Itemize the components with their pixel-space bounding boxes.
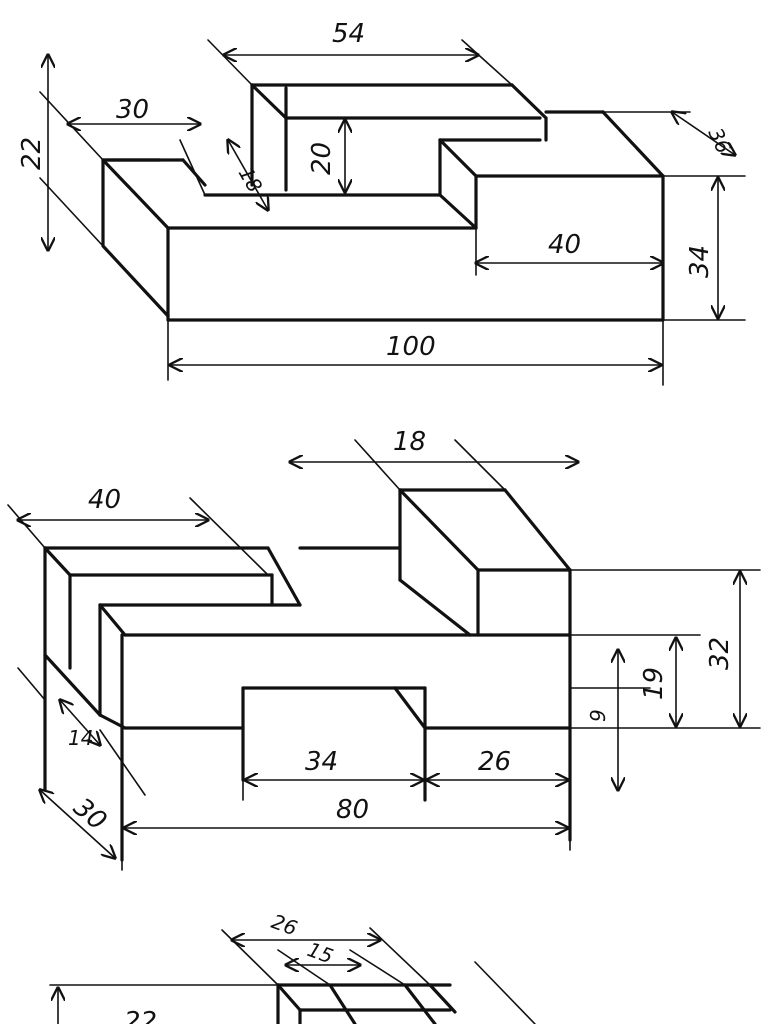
dim-34: 34	[685, 245, 715, 278]
drawing-1-dimension-values: 54 30 22 20 18 36 40 34 100	[17, 19, 736, 362]
drawing-3: 26 15 22	[49, 909, 536, 1024]
dim-40: 40	[88, 485, 121, 515]
dim-19: 19	[639, 667, 669, 700]
drawing-2-dimension-lines	[18, 462, 740, 858]
drawing-1-dimension-lines	[48, 55, 735, 365]
dim-26: 26	[478, 747, 511, 777]
drawing-2-body	[43, 488, 572, 862]
dim-30: 30	[116, 95, 149, 125]
drawing-3-dimension-values: 26 15 22	[124, 909, 336, 1024]
drawing-3-extension-lines	[49, 927, 536, 1024]
drawing-2-extension-lines	[7, 439, 761, 871]
dim-26: 26	[268, 909, 300, 940]
dim-22-partial: 22	[124, 1007, 157, 1024]
dim-40: 40	[548, 230, 581, 260]
drawing-3-body	[276, 983, 457, 1024]
dim-32: 32	[705, 637, 735, 670]
drawing-3-dimension-lines	[58, 940, 380, 1024]
dim-100: 100	[386, 332, 436, 362]
drawing-1-body	[101, 83, 665, 322]
dim-18: 18	[393, 427, 426, 457]
dim-18: 18	[234, 163, 268, 197]
dim-80: 80	[336, 795, 369, 825]
dim-22: 22	[17, 137, 47, 170]
dim-30: 30	[68, 792, 113, 836]
dim-34: 34	[305, 747, 338, 777]
dim-15: 15	[304, 937, 336, 968]
dim-54: 54	[332, 19, 365, 49]
dim-14: 14	[68, 726, 93, 750]
drawing-1: 54 30 22 20 18 36 40 34 100	[17, 19, 746, 386]
dim-20: 20	[307, 142, 337, 175]
dim-9: 9	[586, 709, 610, 722]
drawing-2: 18 40 14 30 34 26 80 9 19 32	[7, 427, 761, 871]
